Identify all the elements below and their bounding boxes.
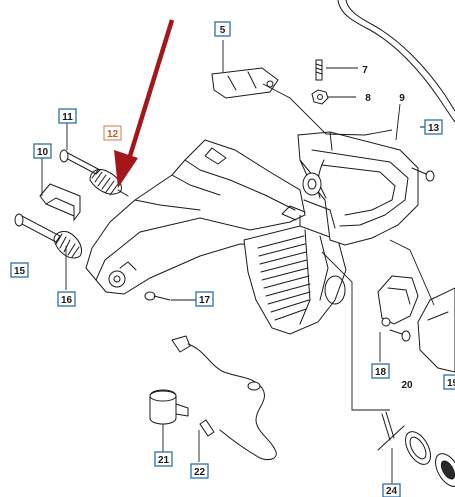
part-17-screw xyxy=(144,291,171,301)
part-15-bolt xyxy=(14,213,61,243)
part-7-screw xyxy=(315,59,323,81)
svg-text:19: 19 xyxy=(447,378,455,389)
throttle-cable xyxy=(171,335,277,461)
bottom-right-ring xyxy=(405,431,455,487)
callout-9: 9 xyxy=(399,93,405,104)
callout-15: 15 xyxy=(10,262,29,278)
callout-17: 17 xyxy=(195,291,214,307)
part-5-cover xyxy=(211,67,279,99)
callout-19: 19 xyxy=(443,374,455,390)
svg-text:7: 7 xyxy=(362,65,368,76)
callout-12-highlighted: 12 xyxy=(103,125,122,141)
callout-22: 22 xyxy=(190,463,209,479)
part-10-bracket xyxy=(39,183,81,222)
part-20-screw xyxy=(389,329,411,342)
callout-10: 10 xyxy=(33,143,52,159)
main-housing xyxy=(85,131,419,335)
svg-text:13: 13 xyxy=(428,123,440,134)
callout-16: 16 xyxy=(57,291,76,307)
part-13-screw xyxy=(411,167,435,182)
svg-text:20: 20 xyxy=(401,380,413,391)
handlebar xyxy=(337,0,455,123)
svg-text:12: 12 xyxy=(107,129,119,140)
leader-lines xyxy=(41,40,440,484)
svg-text:15: 15 xyxy=(14,266,26,277)
svg-text:9: 9 xyxy=(399,93,405,104)
callout-20: 20 xyxy=(401,380,413,391)
svg-text:11: 11 xyxy=(62,112,73,123)
part-18-throttle-body xyxy=(377,275,419,327)
callout-13: 13 xyxy=(424,119,443,135)
callout-24: 24 xyxy=(382,483,401,497)
svg-text:5: 5 xyxy=(220,25,226,36)
cooling-fins xyxy=(257,235,311,321)
svg-text:21: 21 xyxy=(158,455,170,466)
svg-text:17: 17 xyxy=(199,295,211,306)
callout-21: 21 xyxy=(154,451,173,467)
part-19-cover xyxy=(417,287,455,373)
svg-text:10: 10 xyxy=(37,147,49,158)
part-11-bolt xyxy=(59,149,101,175)
callout-8: 8 xyxy=(365,93,371,104)
svg-text:22: 22 xyxy=(194,467,206,478)
svg-text:16: 16 xyxy=(61,295,73,306)
callout-11: 11 xyxy=(58,108,77,124)
callout-7: 7 xyxy=(362,65,368,76)
svg-text:8: 8 xyxy=(365,93,371,104)
part-8-nut xyxy=(311,89,329,105)
callout-5: 5 xyxy=(214,21,231,37)
part-16-spring xyxy=(53,231,82,259)
svg-text:24: 24 xyxy=(386,486,398,497)
callout-18: 18 xyxy=(371,363,390,379)
part-21-filter xyxy=(149,389,189,425)
svg-text:18: 18 xyxy=(375,367,387,378)
part-24-pin xyxy=(377,411,405,451)
red-pointer-arrow xyxy=(114,19,175,188)
